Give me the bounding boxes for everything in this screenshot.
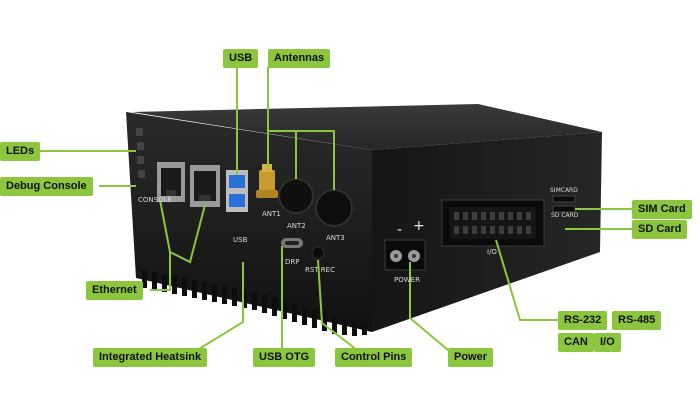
leader-ethernet (150, 199, 171, 291)
leader-ethernet-2 (169, 204, 206, 264)
label-usb: USB (223, 49, 259, 68)
label-leds: LEDs (0, 142, 41, 161)
label-ethernet: Ethernet (86, 281, 143, 300)
io-print: I/O (487, 248, 497, 256)
label-antennas: Antennas (268, 49, 331, 68)
usb-print: USB (233, 236, 248, 244)
label-sd-card: SD Card (632, 220, 688, 239)
device-front (126, 112, 372, 332)
plus-print: + (413, 218, 425, 234)
label-debug-console: Debug Console (0, 177, 93, 196)
io-connector (441, 199, 545, 247)
label-rs232: RS-232 (558, 311, 608, 330)
ant2-print: ANT2 (287, 222, 306, 230)
led-column (136, 128, 145, 178)
sdcard-print: SD CARD (551, 212, 579, 219)
power-print: POWER (394, 276, 420, 284)
label-usb-otg: USB OTG (253, 348, 316, 367)
label-rs485: RS-485 (612, 311, 662, 330)
heatsink-fins (142, 270, 367, 336)
label-control-pins: Control Pins (335, 348, 413, 367)
ant1-print: ANT1 (262, 210, 281, 218)
label-can: CAN (558, 333, 594, 352)
label-power: Power (448, 348, 494, 367)
device-top (132, 104, 602, 150)
reset-button (311, 246, 325, 260)
antenna-knob-3 (315, 189, 353, 227)
leader-rs232 (495, 239, 558, 321)
sim-slot (552, 195, 576, 203)
label-sim-card: SIM Card (632, 200, 692, 219)
leader-heatsink (185, 262, 244, 358)
simcard-print: SIMCARD (550, 187, 578, 194)
power-terminal (384, 239, 426, 271)
ant3-print: ANT3 (326, 234, 345, 242)
minus-print: - (397, 222, 403, 238)
usb-ports (226, 170, 248, 212)
leader-antenna-branch-2 (296, 130, 335, 190)
antenna-knob-2 (278, 178, 314, 214)
ethernet-port-2 (190, 165, 220, 207)
leader-lines (40, 67, 632, 358)
drp-print: DRP (285, 258, 300, 266)
label-integrated-heatsink: Integrated Heatsink (93, 348, 208, 367)
console-print: CONSOLE (138, 196, 172, 204)
leader-power (409, 262, 449, 351)
rst-rec-print: RST REC (305, 266, 335, 274)
label-io: I/O (594, 333, 621, 352)
ethernet-port-1 (157, 162, 185, 202)
leader-controlpins (317, 259, 358, 351)
